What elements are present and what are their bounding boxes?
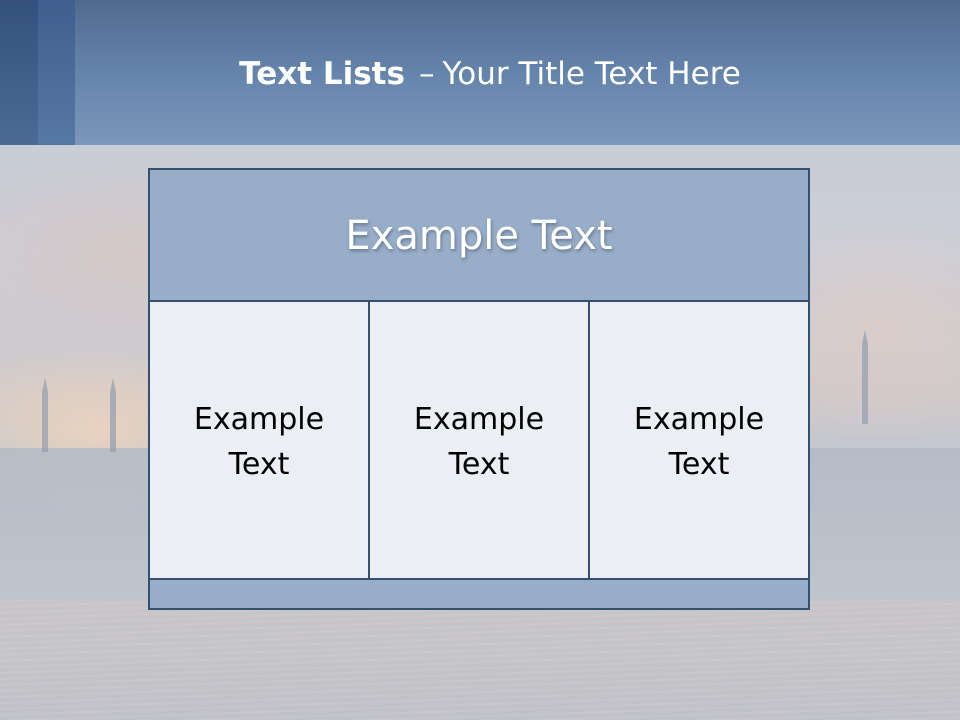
table-header-cell[interactable]: Example Text	[150, 170, 808, 302]
table-cell-3[interactable]: Example Text	[588, 302, 808, 578]
table-cell-text: Example Text	[413, 402, 545, 482]
slide-title-separator: –	[418, 56, 435, 92]
minaret-right	[862, 330, 868, 424]
slide-header-bar: Text Lists–Your Title Text Here	[0, 0, 960, 145]
header-accent-stripe-mid	[38, 0, 75, 145]
water-surface	[0, 600, 960, 720]
minaret-left-2	[110, 378, 116, 452]
slide-title-bold: Text Lists	[239, 56, 405, 92]
table-cell-text: Example Text	[193, 402, 325, 482]
slide-title-rest: Your Title Text Here	[442, 56, 741, 92]
table-footer-bar[interactable]	[150, 578, 808, 608]
table-body-row: Example Text Example Text Example Text	[150, 302, 808, 578]
table-cell-text: Example Text	[633, 402, 765, 482]
header-accent-stripe-dark	[0, 0, 38, 145]
text-list-table: Example Text Example Text Example Text E…	[148, 168, 810, 610]
table-cell-1[interactable]: Example Text	[150, 302, 368, 578]
table-header-text: Example Text	[345, 213, 613, 259]
slide-title[interactable]: Text Lists–Your Title Text Here	[0, 52, 960, 96]
table-cell-2[interactable]: Example Text	[368, 302, 588, 578]
minaret-left-1	[42, 378, 48, 452]
